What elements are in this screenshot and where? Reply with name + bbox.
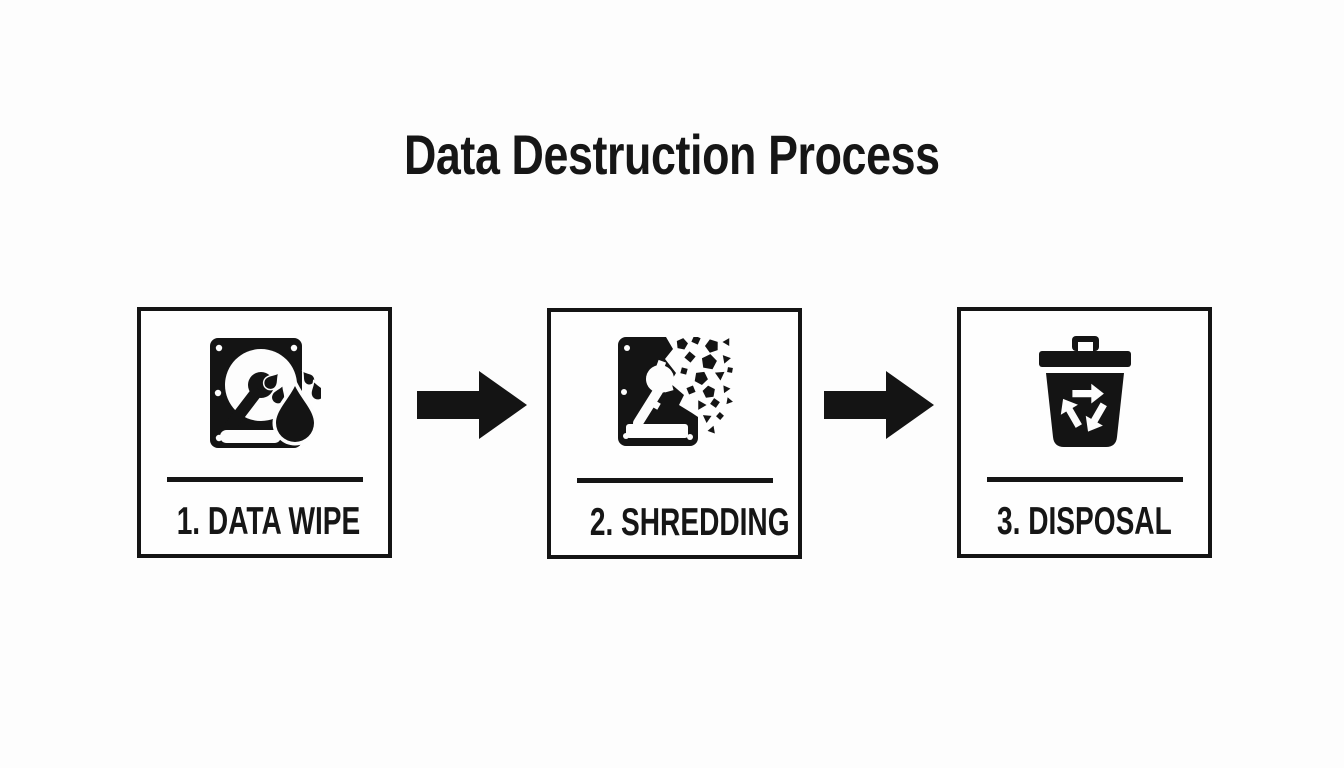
white-chips [650,359,674,410]
step-label-text: 2. SHREDDING [589,501,790,544]
diagram-title-text: Data Destruction Process [404,123,940,186]
water-drop [271,378,318,446]
arrow-right-icon [824,371,934,439]
step-separator [166,477,363,482]
step-separator [576,478,773,483]
arrow-right-icon [417,371,527,439]
step-box-shredding: 2. SHREDDING [547,308,802,559]
step-box-data-wipe: 1. DATA WIPE [137,307,392,558]
hdd-wipe-icon [209,336,321,448]
step-label-text: 3. DISPOSAL [997,500,1172,543]
trash-recycle-bin-icon-svg [1038,336,1131,447]
step-label-text: 1. DATA WIPE [176,500,361,543]
hdd-wipe-icon-svg [209,338,321,448]
shred-fragments [676,337,733,434]
arrow-right-icon-svg [824,371,934,439]
trash-recycle-bin-icon [1038,336,1131,448]
splash-droplets [262,370,321,405]
step-box-disposal: 3. DISPOSAL [957,307,1212,558]
diagram-title: Data Destruction Process [0,124,1344,186]
hdd-shred-icon [616,337,734,447]
step-label: 2. SHREDDING [551,502,798,544]
arrow-right-icon-svg [417,371,527,439]
step-separator [986,477,1183,482]
recycle-symbol [1060,383,1107,432]
step-label: 1. DATA WIPE [141,501,388,543]
step-label: 3. DISPOSAL [961,501,1208,543]
hdd-shred-icon-svg [617,337,733,446]
